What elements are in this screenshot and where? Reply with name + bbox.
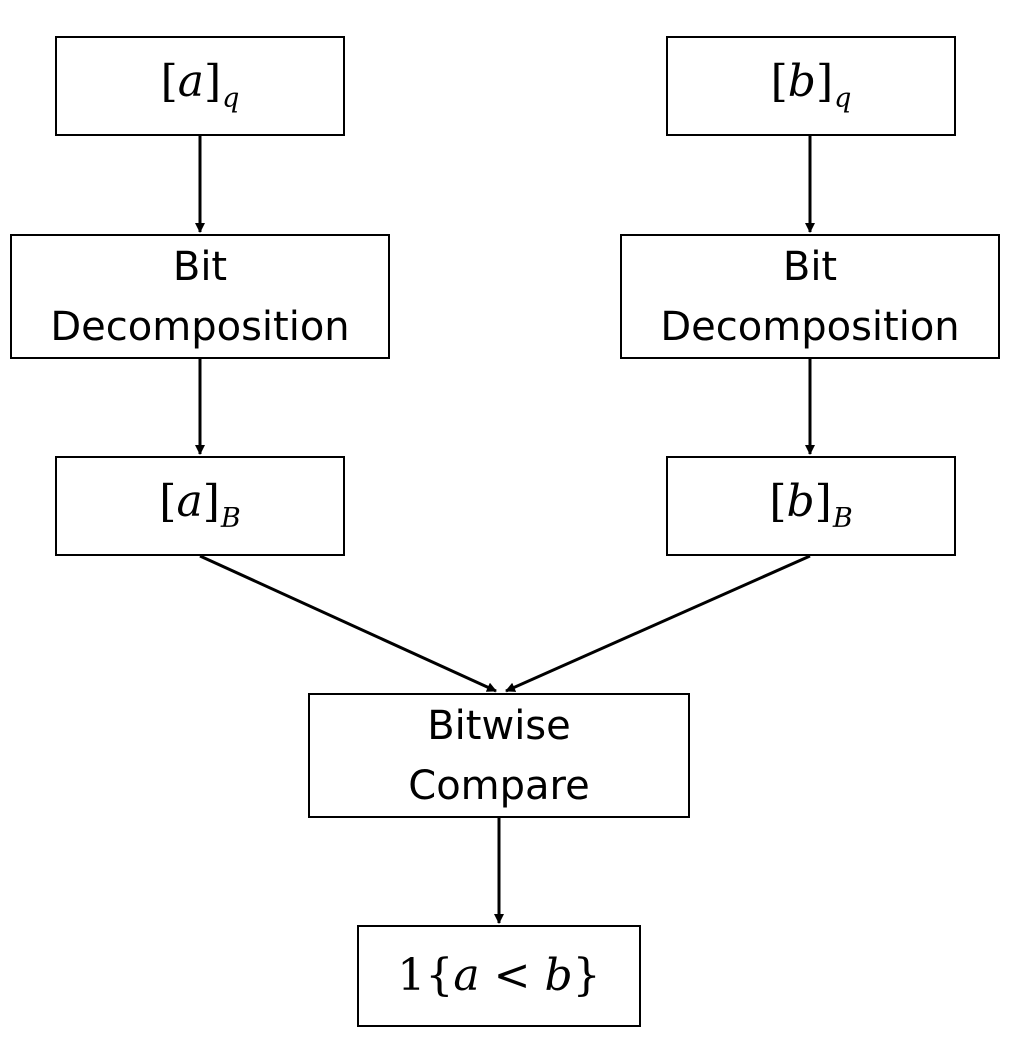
node-bit-decomposition-a: Bit Decomposition <box>10 234 390 359</box>
arrow-aB-to-compare <box>199 554 497 693</box>
a-q-expression: [a]q <box>160 56 240 114</box>
node-b-arithmetic-share: [b]q <box>666 36 956 136</box>
node-b-binary-share: [b]B <box>666 456 956 556</box>
node-comparison-result: 1{a < b} <box>357 925 641 1027</box>
result-expression: 1{a < b} <box>397 950 601 1001</box>
a-B-expression: [a]B <box>159 476 241 534</box>
bitwise-compare-label: Bitwise Compare <box>408 702 590 809</box>
node-bit-decomposition-b: Bit Decomposition <box>620 234 1000 359</box>
bit-decomposition-b-label: Bit Decomposition <box>660 243 960 350</box>
node-a-arithmetic-share: [a]q <box>55 36 345 136</box>
node-bitwise-compare: Bitwise Compare <box>308 693 690 818</box>
bit-decomposition-a-label: Bit Decomposition <box>50 243 350 350</box>
arrow-bB-to-compare <box>505 554 811 693</box>
b-q-expression: [b]q <box>770 56 852 114</box>
b-B-expression: [b]B <box>769 476 853 534</box>
node-a-binary-share: [a]B <box>55 456 345 556</box>
